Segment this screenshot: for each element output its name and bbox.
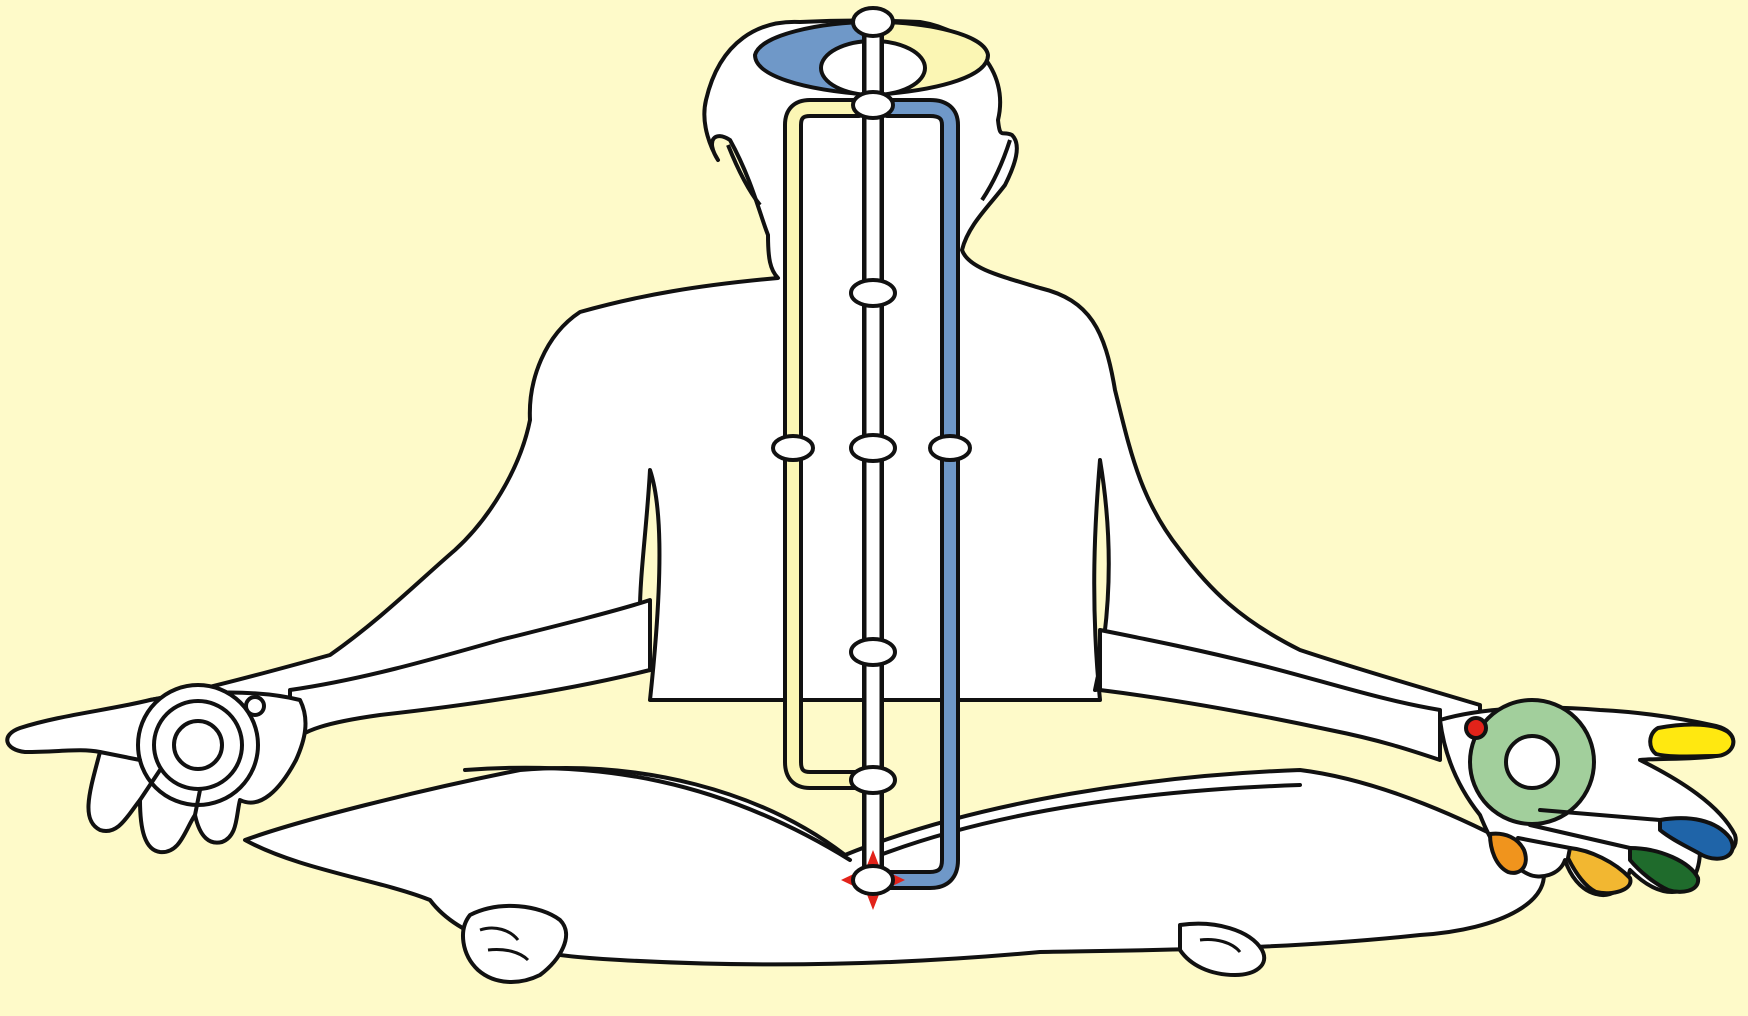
left-palm-dot	[246, 697, 264, 715]
finger-tip-thumb	[1650, 725, 1733, 757]
node-heart	[851, 435, 895, 461]
node-heart-right	[930, 436, 970, 460]
node-navel	[851, 639, 895, 665]
node-sacral	[851, 767, 895, 793]
node-throat	[851, 280, 895, 306]
right-palm-symbol	[1466, 700, 1594, 824]
right-palm-dot	[1466, 718, 1486, 738]
node-heart-left	[773, 436, 813, 460]
node-crown-base	[853, 92, 893, 118]
left-palm-center	[174, 721, 222, 769]
node-crown-top	[853, 8, 893, 36]
right-palm-center	[1506, 736, 1558, 788]
root-node-circle	[853, 866, 893, 894]
